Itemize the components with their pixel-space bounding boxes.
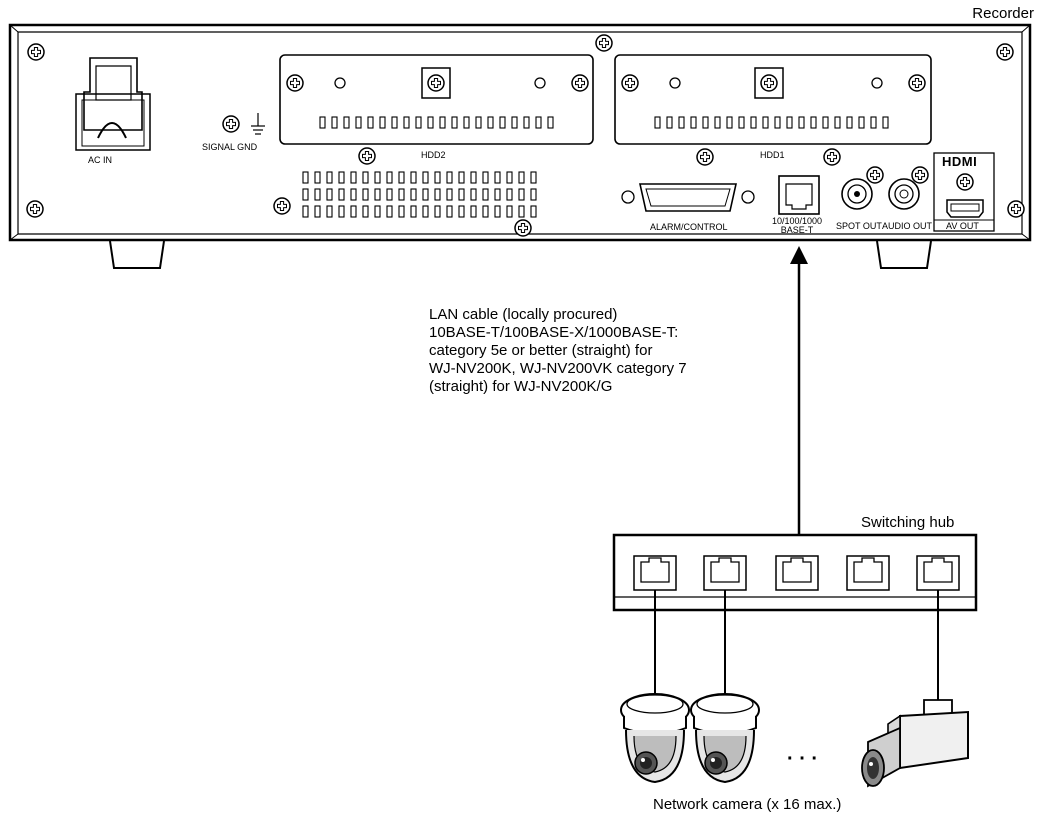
audio-out-label: AUDIO OUT [882, 221, 933, 231]
alarm-control-connector [621, 183, 755, 212]
cable-description: LAN cable (locally procured) 10BASE-T/10… [429, 306, 687, 396]
hdd2-bay [279, 54, 594, 145]
hdmi-logo: HDMI [942, 154, 978, 169]
cable-line-1: LAN cable (locally procured) [429, 306, 618, 323]
box-camera [861, 699, 969, 788]
dome-camera-1 [620, 693, 690, 784]
hub-port-3 [775, 555, 819, 591]
dome-camera-2 [690, 693, 760, 784]
audio-out-connector [888, 166, 929, 210]
cable-line-2: 10BASE-T/100BASE-X/1000BASE-T: [429, 324, 679, 341]
hub-port-4 [846, 555, 890, 591]
cable-line-4: WJ-NV200K, WJ-NV200VK category 7 [429, 360, 687, 377]
hub-port-1 [633, 555, 677, 591]
recorder-unit [8, 23, 1032, 269]
switching-hub-label: Switching hub [861, 514, 955, 531]
recorder-foot-right [876, 240, 932, 269]
av-out-label: AV OUT [946, 221, 979, 231]
ac-inlet [75, 57, 151, 151]
camera-ellipsis: · · · [787, 748, 819, 770]
hub-port-2 [703, 555, 747, 591]
hdmi-av-out-port [933, 152, 995, 232]
alarm-control-label: ALARM/CONTROL [650, 222, 728, 232]
recorder-label: Recorder [972, 5, 1034, 22]
hdd1-bay [614, 54, 932, 145]
recorder-foot-left [109, 240, 165, 269]
network-camera-label: Network camera (x 16 max.) [653, 796, 842, 813]
lan-port [778, 175, 820, 215]
cable-line-3: category 5e or better (straight) for [429, 342, 653, 359]
hub-port-5 [916, 555, 960, 591]
camera-cables [654, 590, 939, 700]
hdd2-label: HDD2 [421, 150, 446, 160]
spot-out-label: SPOT OUT [836, 221, 882, 231]
lan-port-label-line2: BASE-T [780, 225, 814, 235]
hdd1-label: HDD1 [760, 150, 785, 160]
lan-cable [790, 246, 808, 535]
lan-port-label-line1: 10/100/1000 [772, 216, 823, 226]
signal-gnd-label: SIGNAL GND [202, 142, 258, 152]
cable-line-5: (straight) for WJ-NV200K/G [429, 378, 613, 395]
ac-in-label: AC IN [88, 155, 113, 165]
spot-out-connector [841, 166, 884, 210]
arrow-head [790, 246, 808, 264]
switching-hub [612, 533, 978, 612]
